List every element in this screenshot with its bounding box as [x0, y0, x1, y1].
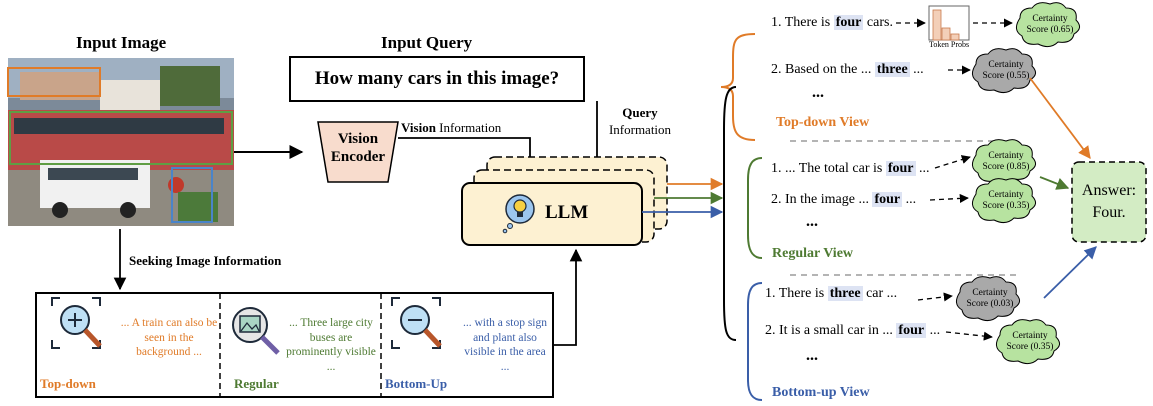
input-image-title: Input Image — [76, 33, 167, 52]
regular-line-2: 2. In the image ... four ... — [771, 192, 917, 207]
vision-info-label: Vision Information — [401, 120, 502, 135]
views-panel — [35, 292, 554, 398]
seeking-label: Seeking Image Information — [129, 253, 282, 268]
bottom-up-label: Bottom-Up — [385, 376, 448, 391]
bottom-up-ellipsis: ... — [806, 347, 818, 364]
top-down-view-label: Top-down View — [776, 115, 870, 130]
lightbulb-icon — [502, 194, 535, 234]
llm-box — [461, 182, 643, 246]
regular-ellipsis: ... — [806, 213, 818, 230]
image-search-icon — [232, 307, 280, 355]
input-photo — [7, 58, 234, 226]
top-down-label: Top-down — [40, 376, 96, 391]
zoom-in-icon — [51, 297, 102, 349]
query-text: How many cars in this image? — [314, 68, 560, 89]
token-probs-chart — [928, 5, 970, 41]
top-down-ellipsis: ... — [812, 84, 824, 101]
regular-label: Regular — [234, 376, 279, 391]
input-query-title: Input Query — [381, 33, 473, 52]
certainty-cloud-gray — [972, 48, 1036, 94]
regular-line-1: 1. ... The total car is four ... — [771, 161, 930, 176]
bottom-up-desc: ... with a stop sign and plant also visi… — [462, 317, 547, 373]
top-down-line-2: 2. Based on the ... three ... — [771, 62, 924, 77]
top-down-line-1: 1. There is four cars. — [771, 15, 893, 30]
top-down-desc: ... A train can also be seen in the back… — [120, 317, 218, 358]
zoom-out-icon — [391, 297, 442, 349]
answer-box — [1071, 161, 1147, 243]
certainty-cloud-gray — [956, 276, 1020, 322]
certainty-cloud-green — [972, 139, 1036, 185]
llm-label: LLM — [545, 202, 589, 223]
vision-encoder-label: Vision Encoder — [330, 131, 386, 165]
bottom-up-line-2: 2. It is a small car in ... four ... — [765, 323, 941, 338]
answer-text: Answer:Four. — [1081, 182, 1137, 221]
vision-encoder-shape — [317, 121, 399, 183]
token-probs-label: Token Probs — [929, 40, 970, 49]
regular-view-label: Regular View — [772, 246, 854, 261]
query-box — [289, 56, 585, 102]
bottom-up-line-1: 1. There is three car ... — [765, 286, 898, 301]
bottom-up-view-label: Bottom-up View — [772, 385, 870, 400]
certainty-cloud-green — [972, 178, 1036, 224]
certainty-cloud-green — [996, 319, 1060, 365]
regular-desc: ... Three large city buses are prominent… — [286, 317, 376, 373]
certainty-cloud-green — [1016, 2, 1080, 48]
